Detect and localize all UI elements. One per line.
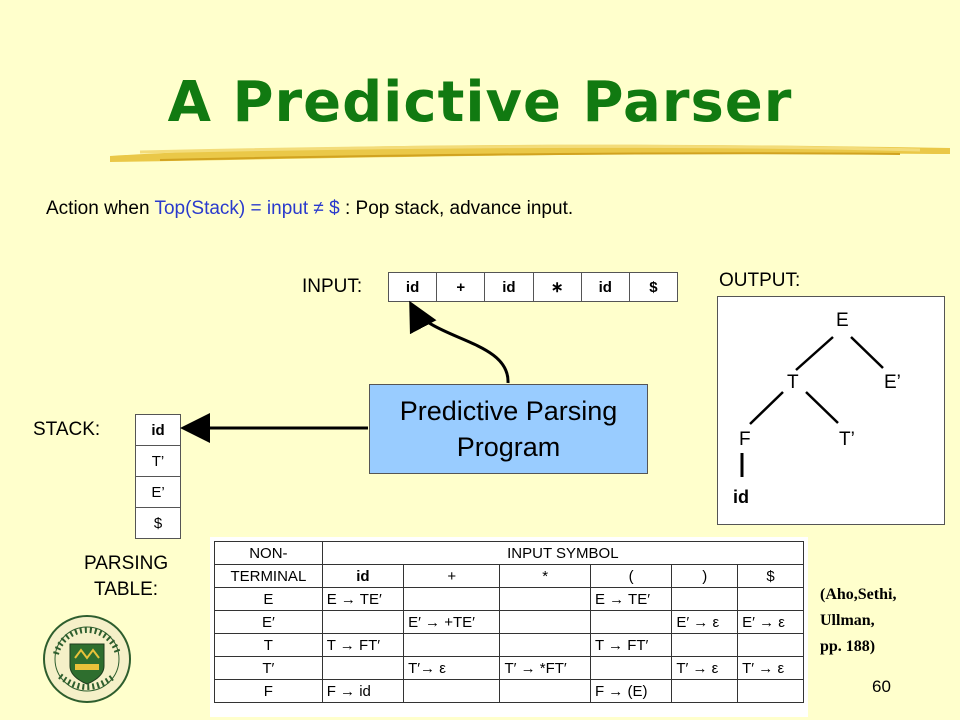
table-cell: [321, 610, 405, 634]
stack-cell: $: [135, 508, 181, 539]
tree-node-id: id: [733, 487, 749, 507]
table-header-nonterminal-2: TERMINAL: [214, 564, 323, 588]
row-nonterminal: E: [214, 587, 323, 611]
action-dollar: $: [323, 198, 340, 219]
stack-cell: E’: [135, 477, 181, 508]
table-cell: [321, 656, 405, 680]
row-nonterminal: T: [214, 633, 323, 657]
tree-node-E-prime: E’: [884, 372, 901, 393]
table-cell: E′ → ε: [737, 610, 804, 634]
parsing-table-label-line-2: TABLE:: [94, 579, 159, 600]
input-cell: id: [389, 273, 438, 301]
table-cell: E → TE′: [589, 587, 673, 611]
table-cell: F → (E): [589, 679, 673, 703]
tree-node-T: T: [787, 372, 799, 393]
table-header-input-symbol: INPUT SYMBOL: [321, 541, 805, 565]
output-label: OUTPUT:: [719, 270, 801, 291]
row-nonterminal: E′: [214, 610, 323, 634]
input-cell: ∗: [534, 273, 582, 301]
table-cell: [671, 633, 739, 657]
table-cell: [589, 656, 673, 680]
column-header: (: [589, 564, 673, 588]
table-row: T′ T′→ ε T′ → *FT′ T′ → ε T′ → ε: [214, 656, 804, 680]
input-cell: +: [437, 273, 486, 301]
parsing-table: NON- INPUT SYMBOL TERMINAL id + * ( ) $ …: [214, 541, 805, 703]
not-equal-symbol: ≠: [313, 198, 324, 219]
action-condition: Top(Stack) = input: [154, 198, 314, 219]
table-cell: [671, 587, 739, 611]
table-cell: [403, 587, 501, 611]
table-cell: F → id: [321, 679, 405, 703]
input-cell: id: [485, 273, 534, 301]
table-row: T T → FT′ T → FT′: [214, 633, 804, 657]
input-cell: id: [582, 273, 630, 301]
slide-title: A Predictive Parser: [167, 70, 793, 135]
parsing-table-container: NON- INPUT SYMBOL TERMINAL id + * ( ) $ …: [210, 537, 808, 717]
reference-citation: (Aho,Sethi, Ullman, pp. 188): [820, 582, 896, 660]
column-header: id: [321, 564, 405, 588]
program-line-2: Program: [456, 432, 561, 462]
column-header: $: [737, 564, 804, 588]
predictive-parsing-program-box: Predictive Parsing Program: [369, 384, 648, 474]
page-number: 60: [872, 677, 891, 696]
reference-line-3: pp. 188): [820, 638, 876, 655]
table-cell: T′→ ε: [403, 656, 501, 680]
row-nonterminal: F: [214, 679, 323, 703]
table-cell: [499, 679, 591, 703]
table-cell: E′ → ε: [671, 610, 739, 634]
input-label: INPUT:: [302, 276, 363, 297]
tree-node-F: F: [739, 429, 751, 450]
action-prefix: Action when: [46, 198, 155, 219]
table-cell: T′ → ε: [671, 656, 739, 680]
table-cell: T → FT′: [321, 633, 405, 657]
table-cell: [589, 610, 673, 634]
table-row: E E → TE′ E → TE′: [214, 587, 804, 611]
table-cell: [737, 679, 804, 703]
table-cell: E → TE′: [321, 587, 405, 611]
table-cell: [403, 679, 501, 703]
stack: id T’ E’ $: [135, 414, 181, 539]
table-cell: [499, 633, 591, 657]
table-cell: T′ → *FT′: [499, 656, 591, 680]
parsing-table-label: PARSING TABLE:: [84, 551, 168, 603]
stack-cell: id: [135, 414, 181, 446]
program-line-1: Predictive Parsing: [399, 396, 618, 426]
table-row: F F → id F → (E): [214, 679, 804, 703]
column-header: +: [403, 564, 501, 588]
table-cell: [499, 610, 591, 634]
reference-line-1: (Aho,Sethi,: [820, 586, 897, 603]
column-header: ): [671, 564, 739, 588]
table-cell: E′ → +TE′: [403, 610, 501, 634]
column-header: *: [499, 564, 591, 588]
stack-label: STACK:: [33, 419, 101, 440]
output-parse-tree: E T E’ F T’ id: [717, 296, 945, 525]
table-cell: [403, 633, 501, 657]
stack-cell: T’: [135, 446, 181, 477]
action-description: Action when Top(Stack) = input ≠ $ : Pop…: [46, 198, 573, 220]
tree-node-E: E: [836, 310, 849, 331]
table-cell: [499, 587, 591, 611]
tree-node-T-prime: T’: [839, 429, 855, 450]
tree-edges: [740, 336, 884, 477]
input-tape: id + id ∗ id $: [388, 272, 678, 302]
parsing-table-label-line-1: PARSING: [84, 553, 169, 574]
table-cell: T′ → ε: [737, 656, 804, 680]
table-header-nonterminal: NON-: [214, 541, 323, 565]
row-nonterminal: T′: [214, 656, 323, 680]
title-underline-brush: [110, 144, 950, 162]
reference-line-2: Ullman,: [820, 612, 875, 629]
table-cell: [671, 679, 739, 703]
action-suffix: : Pop stack, advance input.: [339, 198, 574, 219]
table-cell: [737, 633, 804, 657]
table-cell: T → FT′: [589, 633, 673, 657]
university-seal-logo: [43, 615, 131, 703]
table-cell: [737, 587, 804, 611]
table-row: E′ E′ → +TE′ E′ → ε E′ → ε: [214, 610, 804, 634]
arrow-to-input: [409, 300, 510, 384]
input-cell: $: [649, 278, 658, 296]
